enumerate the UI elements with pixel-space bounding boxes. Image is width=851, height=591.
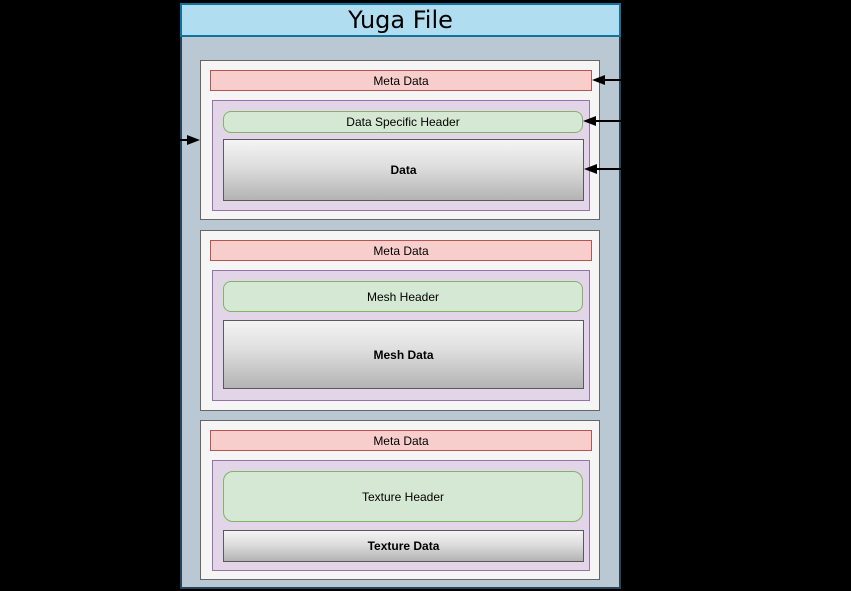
meta-data-bar: Meta Data [210, 240, 592, 261]
file-section-mesh: Meta Data Mesh Header Mesh Data [200, 230, 600, 411]
meta-data-bar: Meta Data [210, 430, 592, 451]
meta-data-bar: Meta Data [210, 70, 592, 91]
arrow-shaft [0, 139, 187, 141]
arrowhead-left-icon [583, 116, 596, 126]
payload-container: Texture Header Texture Data [212, 460, 590, 571]
header-box: Texture Header [223, 471, 583, 522]
arrow-shaft [595, 120, 851, 122]
meta-data-label: Meta Data [373, 433, 429, 448]
header-label: Mesh Header [366, 289, 440, 304]
data-box: Mesh Data [223, 320, 584, 389]
payload-container: Mesh Header Mesh Data [212, 270, 590, 401]
file-section-texture: Meta Data Texture Header Texture Data [200, 420, 600, 580]
arrowhead-right-icon [187, 135, 200, 145]
header-box: Data Specific Header [223, 111, 583, 133]
file-title-bar: Yuga File [180, 3, 621, 37]
meta-data-label: Meta Data [373, 243, 429, 258]
data-label: Texture Data [367, 539, 440, 553]
header-box: Mesh Header [223, 281, 583, 312]
file-section-generic-data: Meta Data Data Specific Header Data [200, 60, 600, 220]
arrowhead-left-icon [592, 75, 605, 85]
page-title: Yuga File [348, 6, 453, 34]
data-label: Mesh Data [373, 347, 434, 362]
data-box: Texture Data [223, 530, 584, 562]
payload-container: Data Specific Header Data [212, 100, 590, 211]
header-label: Texture Header [361, 489, 445, 504]
arrow-shaft [596, 168, 851, 170]
arrowhead-left-icon [584, 164, 597, 174]
data-box: Data [223, 139, 584, 201]
arrow-shaft [604, 79, 851, 81]
data-label: Data [390, 163, 417, 177]
meta-data-label: Meta Data [373, 73, 429, 88]
header-label: Data Specific Header [346, 115, 460, 129]
